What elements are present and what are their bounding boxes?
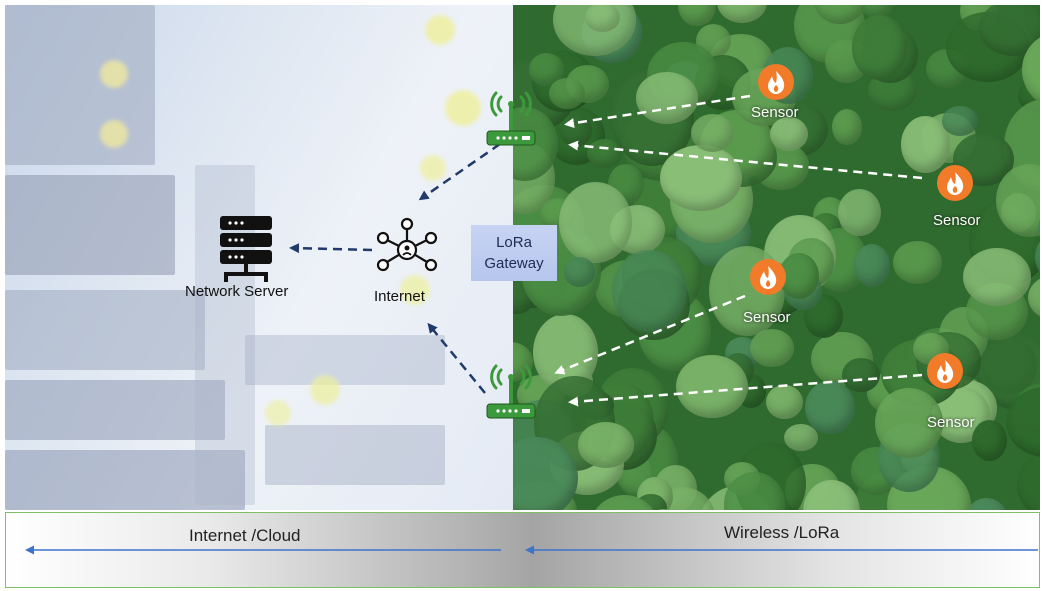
forest-background	[513, 5, 1040, 510]
arrow-sensor4-gw2	[568, 373, 923, 407]
arrow-sensor1-gw1	[564, 94, 751, 129]
tree-canopy	[549, 77, 586, 109]
tree-canopy	[962, 247, 1031, 306]
flame-icon	[927, 353, 963, 389]
tree-canopy	[874, 387, 944, 459]
sensor-label-1: Sensor	[751, 104, 799, 121]
bottom-band: Internet /Cloud Wireless /LoRa	[5, 512, 1040, 588]
flame-icon	[750, 259, 786, 295]
arrow-sensor3-gw2	[554, 294, 746, 375]
tree-canopy	[893, 240, 943, 285]
sensor-label-2: Sensor	[933, 212, 981, 229]
tree-canopy	[1017, 449, 1040, 510]
server-room-background	[5, 5, 513, 510]
sensor-label-4: Sensor	[927, 414, 975, 431]
tree-canopy	[765, 384, 803, 420]
router-icon	[486, 91, 536, 146]
tree-canopy	[963, 497, 1009, 510]
tree-canopy	[851, 15, 908, 80]
tree-canopy	[563, 257, 596, 287]
tree-canopy	[831, 108, 862, 145]
tree-canopy	[769, 116, 808, 151]
gateway-label-line1: LoRa	[496, 234, 532, 251]
tree-canopy	[676, 355, 749, 419]
tree-canopy	[1021, 31, 1040, 108]
tree-canopy	[971, 419, 1008, 462]
tree-canopy	[559, 182, 632, 263]
tree-canopy	[1034, 227, 1040, 287]
flame-icon	[758, 64, 794, 100]
network-hub-icon	[376, 217, 438, 272]
tree-canopy	[805, 380, 855, 434]
tree-canopy	[636, 508, 693, 510]
tree-canopy	[1038, 205, 1040, 252]
tree-canopy	[612, 250, 687, 333]
tree-canopy	[635, 72, 698, 124]
flame-icon	[937, 165, 973, 201]
sensor-arrows	[554, 94, 923, 407]
tree-canopy	[691, 113, 735, 153]
tree-canopy	[749, 329, 794, 367]
tree-canopy	[901, 115, 951, 173]
tree-canopy	[585, 5, 620, 32]
wireless-lora-label: Wireless /LoRa	[724, 523, 840, 542]
arrow-internet-server	[289, 243, 373, 254]
arrow-sensor2-gw1	[568, 140, 923, 180]
router-icon	[486, 364, 536, 419]
network-server-label: Network Server	[185, 283, 289, 300]
tree-canopy	[659, 144, 743, 211]
lora-gateway-box: LoRa Gateway	[471, 225, 557, 281]
internet-cloud-label: Internet /Cloud	[189, 526, 301, 545]
server-stack-icon	[220, 216, 272, 282]
tree-canopy	[577, 422, 635, 468]
tree-canopy	[837, 189, 881, 237]
tree-canopy	[942, 106, 979, 136]
sensor-label-3: Sensor	[743, 309, 791, 326]
tree-canopy	[587, 139, 622, 168]
tree-canopy	[813, 5, 866, 24]
arrow-gw2-internet	[427, 322, 486, 394]
gateway-label-line2: Gateway	[484, 255, 544, 272]
arrow-gw1-internet	[418, 142, 501, 201]
tree-canopy	[717, 5, 768, 23]
band-arrows	[25, 545, 1038, 555]
backhaul-arrows	[289, 142, 501, 394]
internet-label: Internet	[374, 288, 425, 305]
tree-canopy	[842, 357, 881, 393]
tree-canopy	[783, 423, 819, 452]
tree-canopy	[677, 5, 716, 27]
tree-canopy	[1027, 274, 1040, 320]
tree-canopy	[853, 244, 891, 287]
